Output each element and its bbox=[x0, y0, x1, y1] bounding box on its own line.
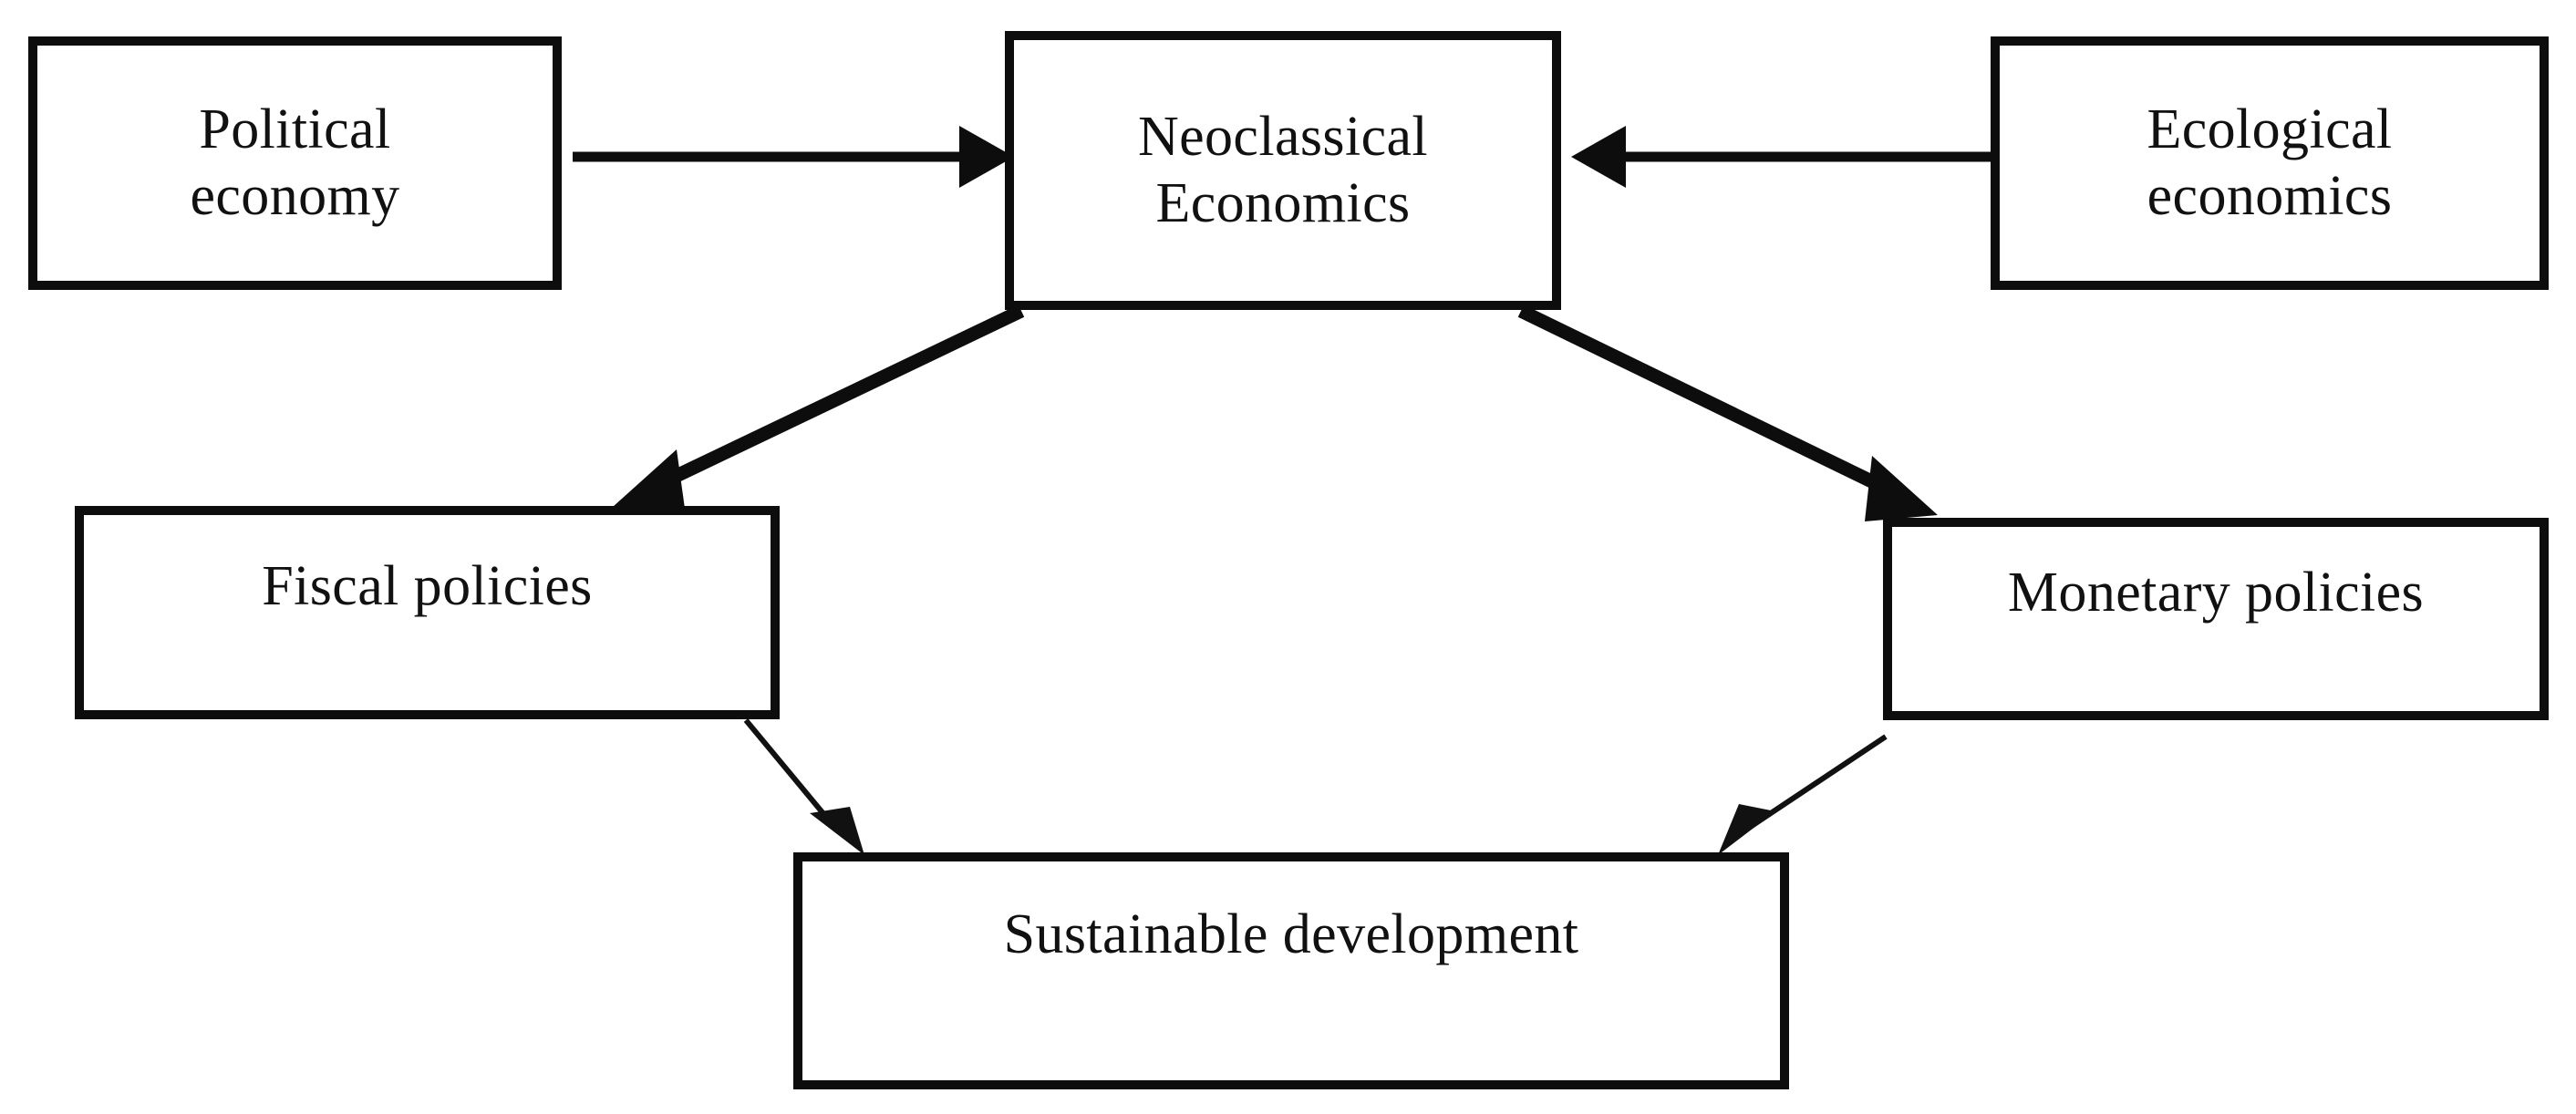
edge-line bbox=[657, 304, 1025, 490]
arrowhead-down-right-icon bbox=[810, 807, 864, 855]
arrowhead-down-right-icon bbox=[1865, 456, 1938, 521]
arrowhead-down-left-icon bbox=[1718, 804, 1775, 855]
edge-neoclassical-economics-to-fiscal-policies bbox=[613, 304, 1025, 515]
edge-fiscal-policies-to-sustainable-development bbox=[743, 718, 864, 855]
node-sustainable-development-label: Sustainable development bbox=[1003, 903, 1579, 965]
edge-ecological-economics-to-neoclassical-economics bbox=[1571, 126, 2024, 188]
arrowhead-left-icon bbox=[1571, 126, 1626, 188]
node-sustainable-development[interactable]: Sustainable development bbox=[793, 852, 1789, 1089]
node-monetary-policies-label: Monetary policies bbox=[2007, 562, 2425, 624]
edge-line bbox=[1747, 734, 1888, 830]
edge-line bbox=[743, 718, 837, 829]
node-monetary-policies[interactable]: Monetary policies bbox=[1883, 518, 2549, 720]
node-political-economy-label: Political economy bbox=[190, 98, 400, 227]
node-ecological-economics[interactable]: Ecological economics bbox=[1991, 36, 2549, 290]
node-neoclassical-economics[interactable]: Neoclassical Economics bbox=[1005, 31, 1561, 310]
node-political-economy[interactable]: Political economy bbox=[28, 36, 562, 290]
node-ecological-economics-label: Ecological economics bbox=[2147, 98, 2393, 227]
edge-neoclassical-economics-to-monetary-policies bbox=[1517, 304, 1938, 521]
edge-line bbox=[1517, 304, 1894, 497]
node-fiscal-policies[interactable]: Fiscal policies bbox=[75, 506, 780, 719]
edge-political-economy-to-neoclassical-economics bbox=[573, 126, 1014, 188]
node-fiscal-policies-label: Fiscal policies bbox=[262, 555, 593, 617]
edge-monetary-policies-to-sustainable-development bbox=[1718, 734, 1888, 855]
node-neoclassical-economics-label: Neoclassical Economics bbox=[1137, 105, 1429, 234]
